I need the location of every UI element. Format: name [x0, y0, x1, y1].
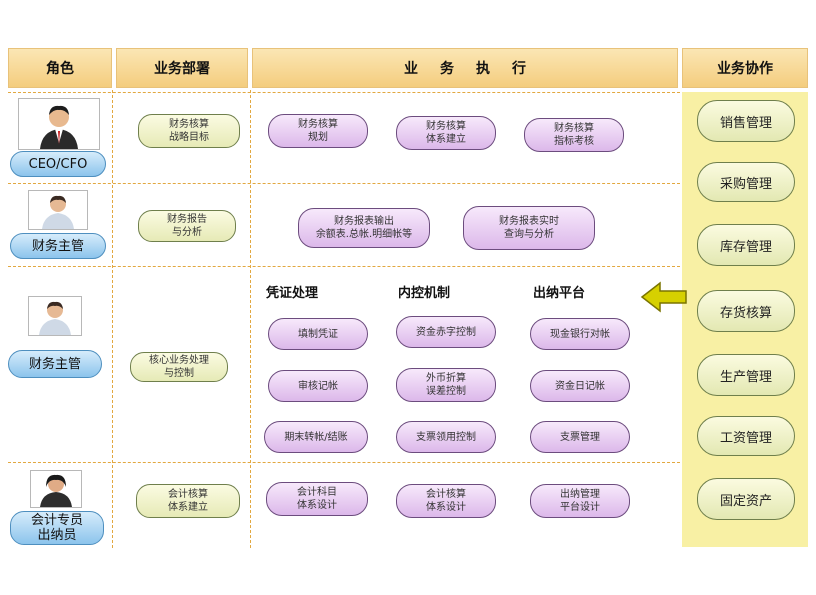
row-divider-3 [8, 462, 680, 463]
role-finance-manager: 财务主管 [10, 233, 106, 259]
avatar-accountant [30, 470, 82, 508]
exec-report-realtime: 财务报表实时 查询与分析 [463, 206, 595, 250]
avatar-finance-manager [28, 190, 88, 230]
divider-role [112, 90, 113, 548]
exec-report-output: 财务报表输出 余额表.总帐.明细帐等 [298, 208, 430, 248]
exec-fill-voucher: 填制凭证 [268, 318, 368, 350]
collab-purchasing: 采购管理 [697, 162, 795, 202]
exec-cash-journal: 资金日记帐 [530, 370, 630, 402]
header-deploy: 业务部署 [116, 48, 248, 88]
person-icon [40, 474, 72, 507]
role-accountant-cashier: 会计专员 出纳员 [10, 511, 104, 545]
header-collaboration: 业务协作 [682, 48, 808, 88]
section-cashier: 出纳平台 [533, 286, 586, 301]
exec-account-chart-design: 会计科目 体系设计 [266, 482, 368, 516]
exec-fund-deficit-control: 资金赤字控制 [396, 316, 496, 348]
exec-bank-reconciliation: 现金银行对帐 [530, 318, 630, 350]
row-divider-top [8, 92, 680, 93]
exec-review-posting: 审核记帐 [268, 370, 368, 402]
deploy-strategy-goal: 财务核算 战略目标 [138, 114, 240, 148]
arrow-left-icon [640, 281, 687, 313]
collab-payroll: 工资管理 [697, 416, 795, 456]
section-internal-control: 内控机制 [398, 286, 451, 301]
role-ceo-cfo: CEO/CFO [10, 151, 106, 177]
exec-period-close: 期末转帐/结账 [264, 421, 368, 453]
collab-production: 生产管理 [697, 354, 795, 396]
person-icon [40, 105, 78, 149]
collab-sales: 销售管理 [697, 100, 795, 142]
deploy-accounting-system: 会计核算 体系建立 [136, 484, 240, 518]
exec-cashier-platform-design: 出纳管理 平台设计 [530, 484, 630, 518]
header-role: 角色 [8, 48, 112, 88]
exec-accounting-plan: 财务核算 规划 [268, 114, 368, 148]
row-divider-2 [8, 266, 680, 267]
exec-check-usage-control: 支票领用控制 [396, 421, 496, 453]
person-icon [42, 195, 74, 229]
role-finance-manager: 财务主管 [8, 350, 102, 378]
exec-accounting-design: 会计核算 体系设计 [396, 484, 496, 518]
row-divider-1 [8, 183, 680, 184]
deploy-core-processing: 核心业务处理 与控制 [130, 352, 228, 382]
collab-stock-accounting: 存货核算 [697, 290, 795, 332]
divider-deploy [250, 90, 251, 548]
exec-check-management: 支票管理 [530, 421, 630, 453]
collab-inventory: 库存管理 [697, 224, 795, 266]
deploy-report-analysis: 财务报告 与分析 [138, 210, 236, 242]
exec-fx-error-control: 外币折算 误差控制 [396, 368, 496, 402]
collab-fixed-assets: 固定资产 [697, 478, 795, 520]
exec-accounting-system-setup: 财务核算 体系建立 [396, 116, 496, 150]
header-execution: 业务执行 [252, 48, 678, 88]
section-voucher: 凭证处理 [266, 286, 319, 301]
exec-accounting-kpi: 财务核算 指标考核 [524, 118, 624, 152]
person-icon [39, 301, 71, 335]
avatar-ceo [18, 98, 100, 150]
avatar-finance-manager [28, 296, 82, 336]
